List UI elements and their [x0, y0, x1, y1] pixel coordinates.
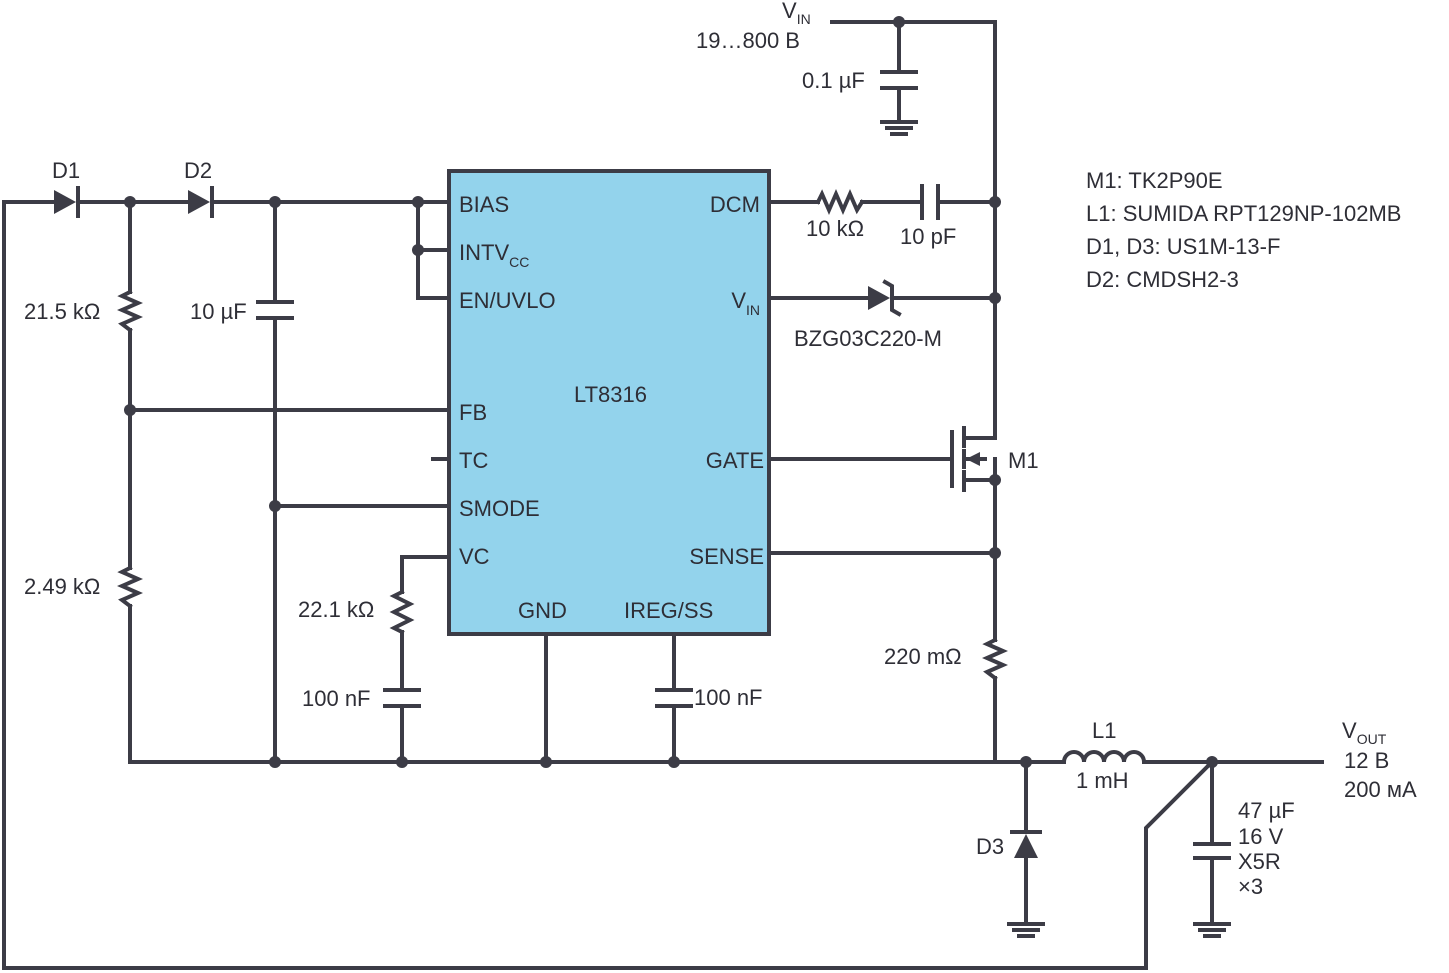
zener-label: BZG03C220-M [794, 326, 942, 351]
pin-ireg-ss: IREG/SS [624, 598, 713, 623]
vout-voltage: 12 В [1344, 748, 1389, 773]
vin-range: 19…800 В [696, 28, 800, 53]
cout-voltage: 16 V [1238, 824, 1284, 849]
bom-item: D2: CMDSH2-3 [1086, 267, 1239, 292]
cap-0u1-label: 0.1 µF [802, 68, 865, 93]
capacitor-100nf-ss [655, 688, 693, 708]
pin-tc: TC [459, 448, 488, 473]
m1-label: M1 [1008, 448, 1039, 473]
cout-value: 47 µF [1238, 798, 1295, 823]
resistor-22k1 [389, 589, 415, 635]
cap-10uf-label: 10 µF [190, 299, 247, 324]
pin-bias: BIAS [459, 192, 509, 217]
inductor-l1 [1061, 750, 1147, 765]
resistor-10k [815, 189, 865, 215]
resistor-21k5 [117, 289, 143, 333]
pin-vc: VC [459, 544, 490, 569]
l1-label: L1 [1092, 718, 1116, 743]
component-labels: VIN 19…800 В 0.1 µF D1 D2 21.5 kΩ 10 µF … [24, 0, 1417, 899]
diode-d3 [1010, 830, 1042, 858]
vout-current: 200 мА [1344, 777, 1417, 802]
capacitor-10pf [920, 184, 940, 220]
vin-label: VIN [782, 0, 811, 27]
capacitor-10uf [256, 300, 294, 320]
zener-diode [868, 279, 902, 317]
resistor-220m [982, 637, 1008, 681]
vout-label: VOUT [1342, 718, 1387, 747]
pin-gnd: GND [518, 598, 567, 623]
cout-count: ×3 [1238, 874, 1263, 899]
junction-dots [124, 16, 1218, 768]
ic-name: LT8316 [574, 382, 647, 407]
pin-dcm: DCM [710, 192, 760, 217]
diode-d1 [54, 186, 80, 218]
r-21k5-label: 21.5 kΩ [24, 299, 100, 324]
cap-10pf-label: 10 pF [900, 224, 956, 249]
cout-dielectric: X5R [1238, 849, 1281, 874]
pin-vin: VIN [731, 288, 760, 318]
r-2k49-label: 2.49 kΩ [24, 574, 100, 599]
r-22k1-label: 22.1 kΩ [298, 597, 374, 622]
lt8316-ic [447, 169, 771, 636]
bom-item: L1: SUMIDA RPT129NP-102MB [1086, 201, 1401, 226]
pin-sense: SENSE [689, 544, 764, 569]
resistor-2k49 [117, 565, 143, 609]
cap-vc-label: 100 nF [302, 686, 371, 711]
d1-label: D1 [52, 158, 80, 183]
capacitor-100nf-vc [383, 688, 421, 708]
components [54, 70, 1231, 938]
cap-ss-label: 100 nF [694, 685, 763, 710]
r-10k-label: 10 kΩ [806, 216, 864, 241]
wires [2, 20, 1324, 970]
capacitor-0u1 [880, 70, 918, 90]
d2-label: D2 [184, 158, 212, 183]
pin-fb: FB [459, 400, 487, 425]
ground-symbol [880, 120, 1231, 938]
mosfet-m1 [950, 426, 980, 492]
ic-pin-labels: BIAS INTVCC EN/UVLO FB TC SMODE VC DCM V… [459, 192, 764, 623]
pin-gate: GATE [706, 448, 764, 473]
pin-smode: SMODE [459, 496, 540, 521]
pin-intvcc: INTVCC [459, 240, 529, 270]
capacitor-cout [1193, 842, 1231, 860]
pin-en-uvlo: EN/UVLO [459, 288, 556, 313]
bom-list: M1: TK2P90E L1: SUMIDA RPT129NP-102MB D1… [1086, 168, 1401, 292]
l1-value: 1 mH [1076, 768, 1129, 793]
bom-item: D1, D3: US1M-13-F [1086, 234, 1280, 259]
diode-d2 [188, 186, 214, 218]
d3-label: D3 [976, 834, 1004, 859]
bom-item: M1: TK2P90E [1086, 168, 1223, 193]
r-sense-label: 220 mΩ [884, 644, 962, 669]
